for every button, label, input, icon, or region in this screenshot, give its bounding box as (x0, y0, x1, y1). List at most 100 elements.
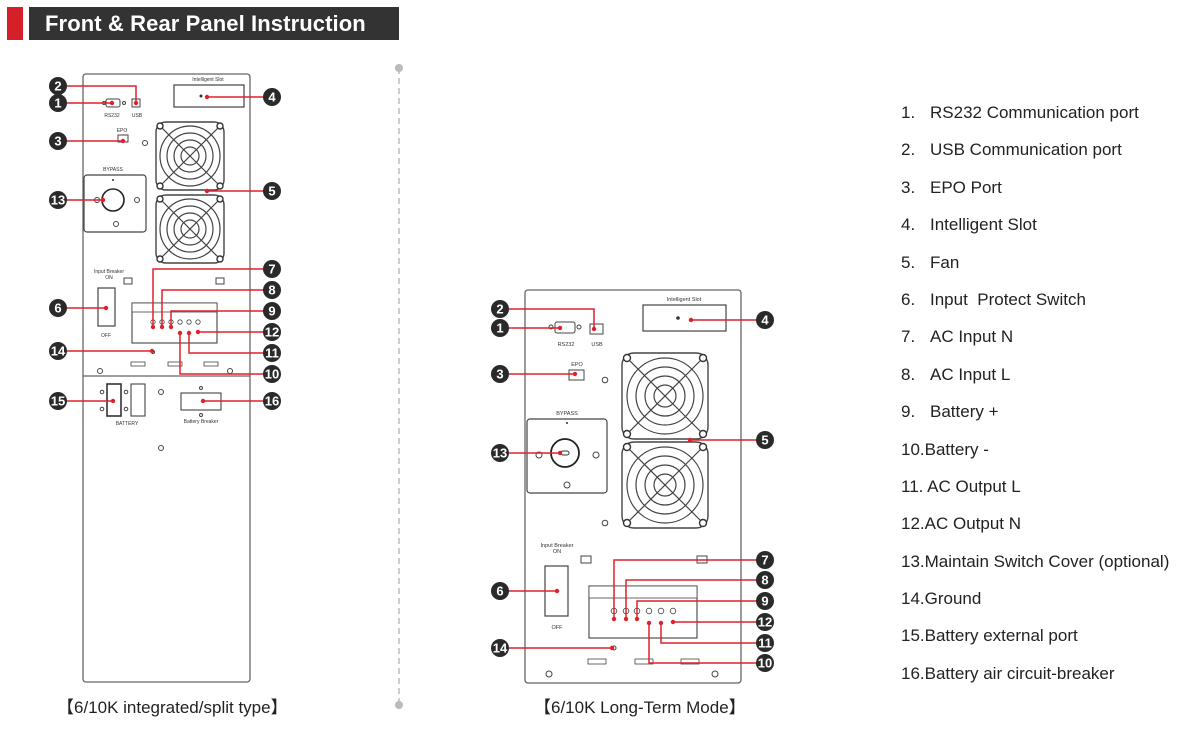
callout-badge (263, 302, 281, 320)
callout-1: 1 (49, 94, 115, 112)
callout-badge (49, 132, 67, 150)
callout-2: 2 (49, 77, 139, 106)
callout-line (170, 310, 264, 327)
callout-11: 11 (658, 620, 774, 652)
callout-6: 6 (491, 582, 560, 600)
legend-item-label: Intelligent Slot (930, 215, 1037, 235)
legend-item-number: 2. (901, 140, 916, 160)
legend-item-number: 7. (901, 327, 916, 347)
label-intelligent-slot: Intelligent Slot (192, 77, 224, 83)
callout-number: 13 (51, 193, 65, 208)
legend-item: 3.EPO Port (901, 175, 1169, 212)
legend-item-label: AC Output L (923, 476, 1021, 496)
legend-item-number: 12. (901, 514, 925, 534)
legend-item: 8.AC Input L (901, 362, 1169, 399)
legend-item-number: 13. (901, 551, 925, 571)
callout-11: 11 (186, 330, 281, 362)
callout-4: 4 (204, 88, 281, 106)
callout-number: 14 (493, 641, 508, 656)
callout-badge (49, 191, 67, 209)
page-title: Front & Rear Panel Instruction (45, 11, 366, 36)
callout-5: 5 (204, 182, 281, 200)
callout-number: 12 (758, 615, 772, 630)
callout-dot (103, 305, 109, 311)
callout-line (179, 333, 264, 375)
callout-15: 15 (49, 392, 116, 410)
legend-item-number: 16. (901, 663, 925, 683)
legend-item-number: 6. (901, 289, 916, 309)
callout-badge (491, 319, 509, 337)
callout-badge (263, 344, 281, 362)
intelligent-slot (173, 84, 245, 108)
label-input-breaker: Input Breaker (94, 269, 124, 275)
legend-item-label: Maintain Switch Cover (optional) (924, 551, 1170, 571)
callout-9: 9 (168, 302, 281, 330)
callout-badge (49, 94, 67, 112)
callout-dot (611, 616, 617, 622)
legend-item-label: Battery - (924, 439, 989, 459)
callout-line (625, 579, 757, 619)
callout-8: 8 (159, 281, 281, 330)
callout-number: 10 (758, 656, 772, 671)
callout-number: 5 (268, 184, 275, 199)
label-bypass: BYPASS (103, 167, 123, 173)
callout-10: 10 (177, 330, 281, 383)
callout-badge (756, 634, 774, 652)
callout-7: 7 (611, 551, 774, 622)
label-on: ON (105, 275, 113, 281)
callout-dot (200, 398, 206, 404)
callout-dot (557, 325, 563, 331)
callout-badge (49, 77, 67, 95)
callout-number: 15 (51, 394, 65, 409)
callout-16: 16 (200, 392, 281, 410)
callout-dot (149, 348, 155, 354)
legend-item-label: USB Communication port (930, 140, 1122, 160)
callout-number: 8 (761, 573, 768, 588)
callout-7: 7 (150, 260, 281, 330)
callout-badge (756, 571, 774, 589)
callout-number: 5 (761, 433, 768, 448)
callout-number: 11 (265, 346, 279, 361)
callout-badge (263, 365, 281, 383)
callout-number: 4 (268, 90, 276, 105)
caption-long-term: 【6/10K Long-Term Mode】 (534, 698, 746, 717)
label-rs232: RS232 (104, 113, 120, 119)
callout-badge (756, 311, 774, 329)
legend-item-label: AC Input N (930, 327, 1014, 347)
callout-number: 6 (54, 301, 61, 316)
legend-item: 1.RS232 Communication port (901, 100, 1169, 137)
header-accent (7, 7, 23, 40)
label-epo: EPO (571, 362, 583, 368)
callout-badge (263, 88, 281, 106)
callout-dot (186, 330, 192, 336)
callout-dot (204, 94, 210, 100)
callout-number: 8 (268, 283, 275, 298)
legend-list: 1.RS232 Communication port 2. USB Communic… (901, 100, 1169, 698)
callout-13: 13 (491, 444, 563, 462)
legend-item-label: Battery air circuit-breaker (924, 663, 1115, 683)
legend-item-number: 3. (901, 177, 916, 197)
divider-dot-top (395, 64, 403, 72)
callout-badge (491, 582, 509, 600)
callout-dot (195, 329, 201, 335)
legend-item-label: AC Input L (930, 364, 1011, 384)
callout-badge (263, 281, 281, 299)
callout-3: 3 (49, 132, 126, 150)
callout-number: 2 (54, 79, 61, 94)
callout-badge (49, 299, 67, 317)
callout-badge (263, 392, 281, 410)
callout-number: 9 (268, 304, 275, 319)
fan-top (621, 352, 709, 440)
legend-item-number: 14. (901, 589, 925, 609)
panel-long-term: Intelligent Slot RS232 USB EPO BYPASS In… (524, 289, 742, 684)
legend-item-number: 5. (901, 252, 916, 272)
callout-1: 1 (491, 319, 563, 337)
callout-number: 1 (496, 321, 503, 336)
caption-integrated: 【6/10K integrated/split type】 (57, 698, 288, 717)
callout-badge (756, 551, 774, 569)
legend-item-number: 1. (901, 103, 916, 122)
label-usb: USB (132, 113, 143, 119)
callout-line (660, 623, 757, 644)
legend-item: 12.AC Output N (901, 511, 1169, 548)
callout-line (508, 308, 595, 329)
